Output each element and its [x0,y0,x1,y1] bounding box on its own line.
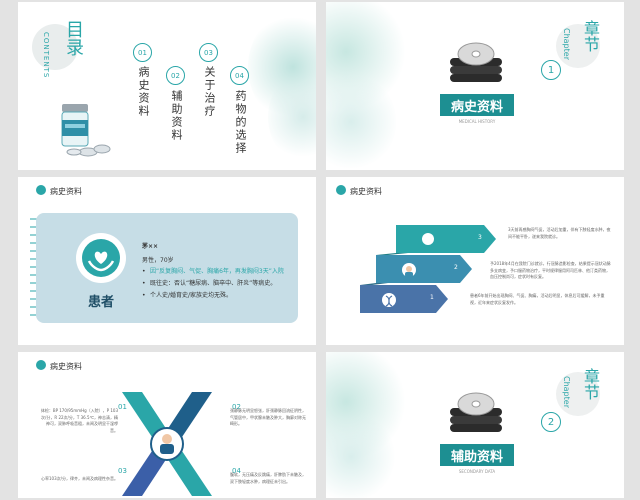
header-dot [36,185,46,195]
contents-item-1[interactable]: 病史资料 [137,66,150,118]
disc-stack-icon [450,392,502,432]
exam-text-4: 腹软，无压痛及反跳痛，肝脾肋下未触及，双下肢轻度水肿，病理征未引出。 [230,472,306,484]
contents-num-04: 04 [230,66,249,85]
x-shape-diagram [122,392,212,496]
contents-num-03: 03 [199,43,218,62]
patient-bullets: •因“反复胸闷、气促、胸痛6年，再发胸闷3天”入院 •既往史：否认“糖尿病、脑卒… [142,267,292,300]
contents-item-3[interactable]: 关于治疗 [203,66,216,118]
slide-header: 病史资料 [50,187,82,196]
timeline-text-1: 患者6年前开始出现胸闷、气促、胸痛，活动后明显，休息后可缓解，未予重视，近年来症… [470,293,605,305]
bullet-text-2: 既往史：否认“糖尿病、脑卒中、肝炎”等病史。 [150,280,277,287]
disc-stack-icon [450,42,502,82]
patient-name: 茅×× [142,243,159,250]
chapter-title: 辅助资料 [440,444,514,466]
slide-physical-exam[interactable]: 病史资料 01 02 03 04 体检：BP 170/95mmHg（入院），P … [18,352,316,498]
slide-history-timeline[interactable]: 病史资料 3 2 1 3天前再感胸闷气促，活动后加重，伴有下肢轻度水肿，夜间不能… [326,177,624,345]
patient-avatar [76,233,126,283]
timeline-text-3: 3天前再感胸闷气促，活动后加重，伴有下肢轻度水肿，夜间不能平卧，遂来我院就诊。 [508,227,611,239]
slide-contents[interactable]: 目录 CONTENTS 01 病史资料 02 辅助资料 03 关于治疗 04 药… [18,2,316,170]
contents-num-02: 02 [166,66,185,85]
contents-title: 目录 [63,20,84,56]
arrow-number-1: 1 [430,294,434,301]
slide-header: 病史资料 [50,362,82,371]
chapter-cn: 章节 [581,368,600,400]
stair-arrows [360,225,496,313]
doctor-icon [402,263,416,277]
arrow-number-2: 2 [454,264,458,271]
contents-item-2[interactable]: 辅助资料 [170,90,183,142]
timeline-text-2: 予2018年4月在我院门诊就诊，行冠脉造影检查，结果提示冠状动脉多支病变，予口服… [490,261,611,279]
exam-text-2: 颈静脉无明显怒张，肝颈静脉回流征阴性，气管居中，甲状腺未触及肿大，胸廓对称无畸形… [230,408,306,426]
chapter-title: 病史资料 [440,94,514,116]
title-circle [32,24,78,70]
chapter-number: 1 [541,60,561,80]
bullet-item: •个人史/婚育史/家族史均无殊。 [142,292,233,299]
shield-icon [422,233,434,245]
exam-num-04: 04 [232,466,241,475]
chapter-number: 2 [541,412,561,432]
bullet-item: •因“反复胸闷、气促、胸痛6年，再发胸闷3天”入院 [142,268,284,275]
chapter-subtitle: MEDICAL HISTORY [458,119,496,124]
exam-text-1: 体检：BP 170/95mmHg（入院），P 103次/分，R 22次/分，T … [40,408,118,433]
slide-patient-history[interactable]: 病史资料 患者 茅×× 男性，70岁 •因“反复胸闷、气促、胸痛6年，再发胸闷3… [18,177,316,345]
slide-header: 病史资料 [350,187,382,196]
bullet-text-1: 因“反复胸闷、气促、胸痛6年，再发胸闷3天”入院 [150,268,284,275]
medicine-bottle-icon [61,104,111,157]
slide-chapter-1[interactable]: 章节 Chapter 1 病史资料 MEDICAL HISTORY [326,2,624,170]
exam-num-01: 01 [118,402,127,411]
contents-num-01: 01 [133,43,152,62]
exam-num-03: 03 [118,466,127,475]
chapter-subtitle: SECONDARY DATA [458,469,496,474]
exam-text-3: 心率103次/分，律齐，未闻及病理性杂音。 [41,476,118,481]
chapter-circle [556,24,600,68]
exam-num-02: 02 [232,402,241,411]
bullet-text-3: 个人史/婚育史/家族史均无殊。 [150,292,233,299]
contents-item-4[interactable]: 药物的选择 [234,90,247,155]
chapter-cn: 章节 [581,20,600,52]
dna-icon [382,293,396,307]
bullet-item: •既往史：否认“糖尿病、脑卒中、肝炎”等病史。 [142,280,277,287]
patient-label: 患者 [87,295,114,310]
arrow-number-3: 3 [478,234,482,241]
chapter-circle [556,372,600,416]
header-dot [36,360,46,370]
patient-info: 男性，70岁 [142,257,174,264]
slide-chapter-2[interactable]: 章节 Chapter 2 辅助资料 SECONDARY DATA [326,352,624,498]
chapter-en: Chapter [562,28,571,60]
header-dot [336,185,346,195]
contents-subtitle: CONTENTS [42,32,50,79]
heart-hands-icon [82,239,120,277]
chapter-en: Chapter [562,376,571,408]
